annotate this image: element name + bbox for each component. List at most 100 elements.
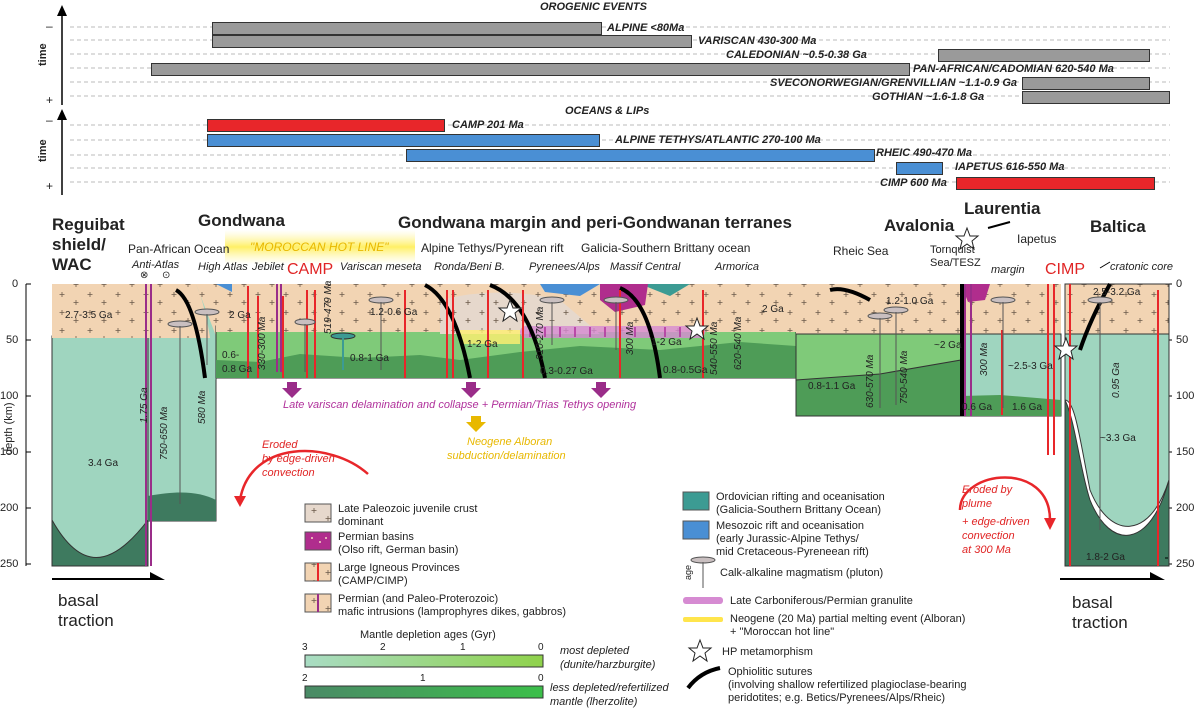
age-a8b: 0.8 Ga	[222, 364, 253, 375]
annotation-eroded-plume-1: Eroded by	[962, 484, 1013, 496]
oceans-minus: –	[46, 113, 53, 127]
label-tesz: Sea/TESZ	[930, 257, 981, 269]
legend-mesozoic: Mesozoic rift and oceanisation(early Jur…	[716, 520, 869, 558]
region-gondwana: Gondwana	[198, 211, 285, 230]
legend-mafic-intrusions: Permian (and Paleo-Proterozoic)mafic int…	[338, 593, 567, 618]
age-a31: 0.95 Ga	[1111, 362, 1122, 398]
legend-granulite: Late Carboniferous/Permian granulite	[730, 595, 913, 607]
scale2-tick-0: 0	[538, 673, 544, 684]
bar-cimp	[956, 177, 1155, 190]
age-a8: 0.6-	[222, 350, 240, 361]
bar-alpine-tethys-label: ALPINE TETHYS/ATLANTIC 270-100 Ma	[615, 134, 821, 146]
label-pan-african: Pan-African Ocean	[128, 242, 230, 256]
age-a16: 1-2 Ga	[651, 337, 682, 348]
orogenic-title: OROGENIC EVENTS	[540, 1, 647, 13]
age-a18: 540-550 Ma	[709, 321, 720, 375]
place-cratonic: cratonic core	[1110, 261, 1173, 273]
place-margin: margin	[991, 264, 1025, 276]
age-a26: 300 Ma	[979, 342, 990, 376]
place-high-atlas: High Atlas	[198, 261, 248, 273]
age-a7: 330-300 Ma	[257, 316, 268, 370]
basal-traction-left-1: basal	[58, 591, 99, 610]
place-jebilet: Jebilet	[252, 261, 284, 273]
legend-age-label: age	[683, 564, 693, 580]
legend-ordovician: Ordovician rifting and oceanisation(Gali…	[716, 491, 885, 516]
region-laurentia: Laurentia	[964, 199, 1041, 218]
orogenic-minus: –	[46, 19, 53, 33]
age-a22: ~2 Ga	[934, 340, 962, 351]
age-a5: 580 Ma	[197, 390, 208, 424]
bar-rheic	[406, 149, 875, 162]
symbol-into-page: ⊙	[162, 270, 171, 281]
legend-ophiolitic: Ophiolitic sutures(involving shallow ref…	[728, 666, 967, 704]
depth-tick-150-right: 150	[1176, 446, 1195, 458]
camp-label: CAMP	[287, 261, 334, 278]
legend-hp: HP metamorphism	[722, 646, 813, 658]
annotation-eroded-edge-1: Eroded	[262, 439, 298, 451]
depth-tick-0-right: 0	[1176, 278, 1183, 290]
scale1-tick-1: 1	[460, 642, 466, 653]
depletion-most-1: most depleted	[560, 645, 630, 657]
age-a13: 310-270 Ma	[535, 306, 546, 360]
depletion-less-2: mantle (lherzolite)	[550, 696, 638, 708]
bar-sveconorwegian	[1022, 77, 1150, 90]
bar-sveconorwegian-label: SVECONORWEGIAN/GRENVILLIAN ~1.1-0.9 Ga	[770, 77, 1018, 89]
annotation-alboran-1: Neogene Alboran	[467, 436, 553, 448]
bar-alpine-tethys	[207, 134, 600, 147]
bar-variscan	[212, 35, 692, 48]
age-a30: 2.5-3.2 Ga	[1093, 287, 1141, 298]
age-a23: 0.8-1.1 Ga	[808, 381, 856, 392]
age-a3: 1.75 Ga	[139, 387, 150, 423]
legend-neogene: Neogene (20 Ma) partial melting event (A…	[730, 613, 966, 638]
age-a4: 750-650 Ma	[159, 406, 170, 460]
age-a19: 620-540 Ma	[733, 316, 744, 370]
annotation-delamination: Late variscan delamination and collapse …	[283, 399, 637, 411]
depth-tick-0: 0	[12, 278, 19, 290]
legend-lip: Large Igneous Provinces(CAMP/CIMP)	[338, 562, 460, 587]
bar-iapetus	[896, 162, 943, 175]
region-reguibat: Reguibat	[52, 215, 125, 234]
bar-rheic-label: RHEIC 490-470 Ma	[876, 147, 972, 159]
depth-tick-250: 250	[0, 558, 19, 570]
bar-variscan-label: VARISCAN 430-300 Ma	[698, 35, 817, 47]
age-a33: 1.8-2 Ga	[1086, 552, 1125, 563]
label-alpine-tethys: Alpine Tethys/Pyrenean rift	[421, 241, 564, 255]
hot-line-label: "MOROCCAN HOT LINE"	[250, 240, 389, 254]
scale1-tick-0: 0	[538, 642, 544, 653]
place-armorica: Armorica	[715, 261, 760, 273]
region-avalonia: Avalonia	[884, 216, 955, 235]
bar-caledonian	[938, 49, 1150, 62]
age-a28: 0.6 Ga	[962, 402, 993, 413]
bar-cimp-label: CIMP 600 Ma	[880, 177, 947, 189]
age-a10: 1.2-0.6 Ga	[370, 307, 418, 318]
age-a14: 0.3-0.27 Ga	[540, 366, 593, 377]
depth-tick-100-right: 100	[1176, 390, 1195, 402]
depletion-title: Mantle depletion ages (Gyr)	[360, 629, 496, 641]
bar-camp	[207, 119, 445, 132]
label-iapetus: Iapetus	[1017, 232, 1057, 246]
annotation-eroded-plume-3: + edge-driven	[962, 516, 1030, 528]
oceans-title: OCEANS & LIPs	[565, 105, 650, 117]
region-baltica: Baltica	[1090, 217, 1146, 236]
region-wac: WAC	[52, 255, 92, 274]
scale1-tick-2: 2	[380, 642, 386, 653]
age-a32: ~3.3 Ga	[1100, 433, 1136, 444]
place-massif: Massif Central	[610, 261, 681, 273]
annotation-eroded-edge-3: convection	[262, 467, 315, 479]
annotation-eroded-edge-2: by edge-driven	[262, 453, 335, 465]
region-margin: Gondwana margin and peri-Gondwanan terra…	[398, 213, 792, 232]
age-a6: 2 Ga	[229, 310, 251, 321]
depth-tick-200: 200	[0, 502, 19, 514]
age-a27: ~2.5-3 Ga	[1008, 361, 1053, 372]
annotation-eroded-plume-5: at 300 Ma	[962, 544, 1011, 556]
legend-permian-basins: Permian basins(Olso rift, German basin)	[338, 531, 459, 556]
place-variscan-meseta: Variscan meseta	[340, 261, 422, 273]
depth-tick-100: 100	[0, 390, 19, 402]
bar-camp-label: CAMP 201 Ma	[452, 119, 524, 131]
bar-caledonian-label: CALEDONIAN ~0.5-0.38 Ga	[726, 49, 867, 61]
place-ronda: Ronda/Beni B.	[434, 261, 505, 273]
bar-gothian	[1022, 91, 1170, 104]
